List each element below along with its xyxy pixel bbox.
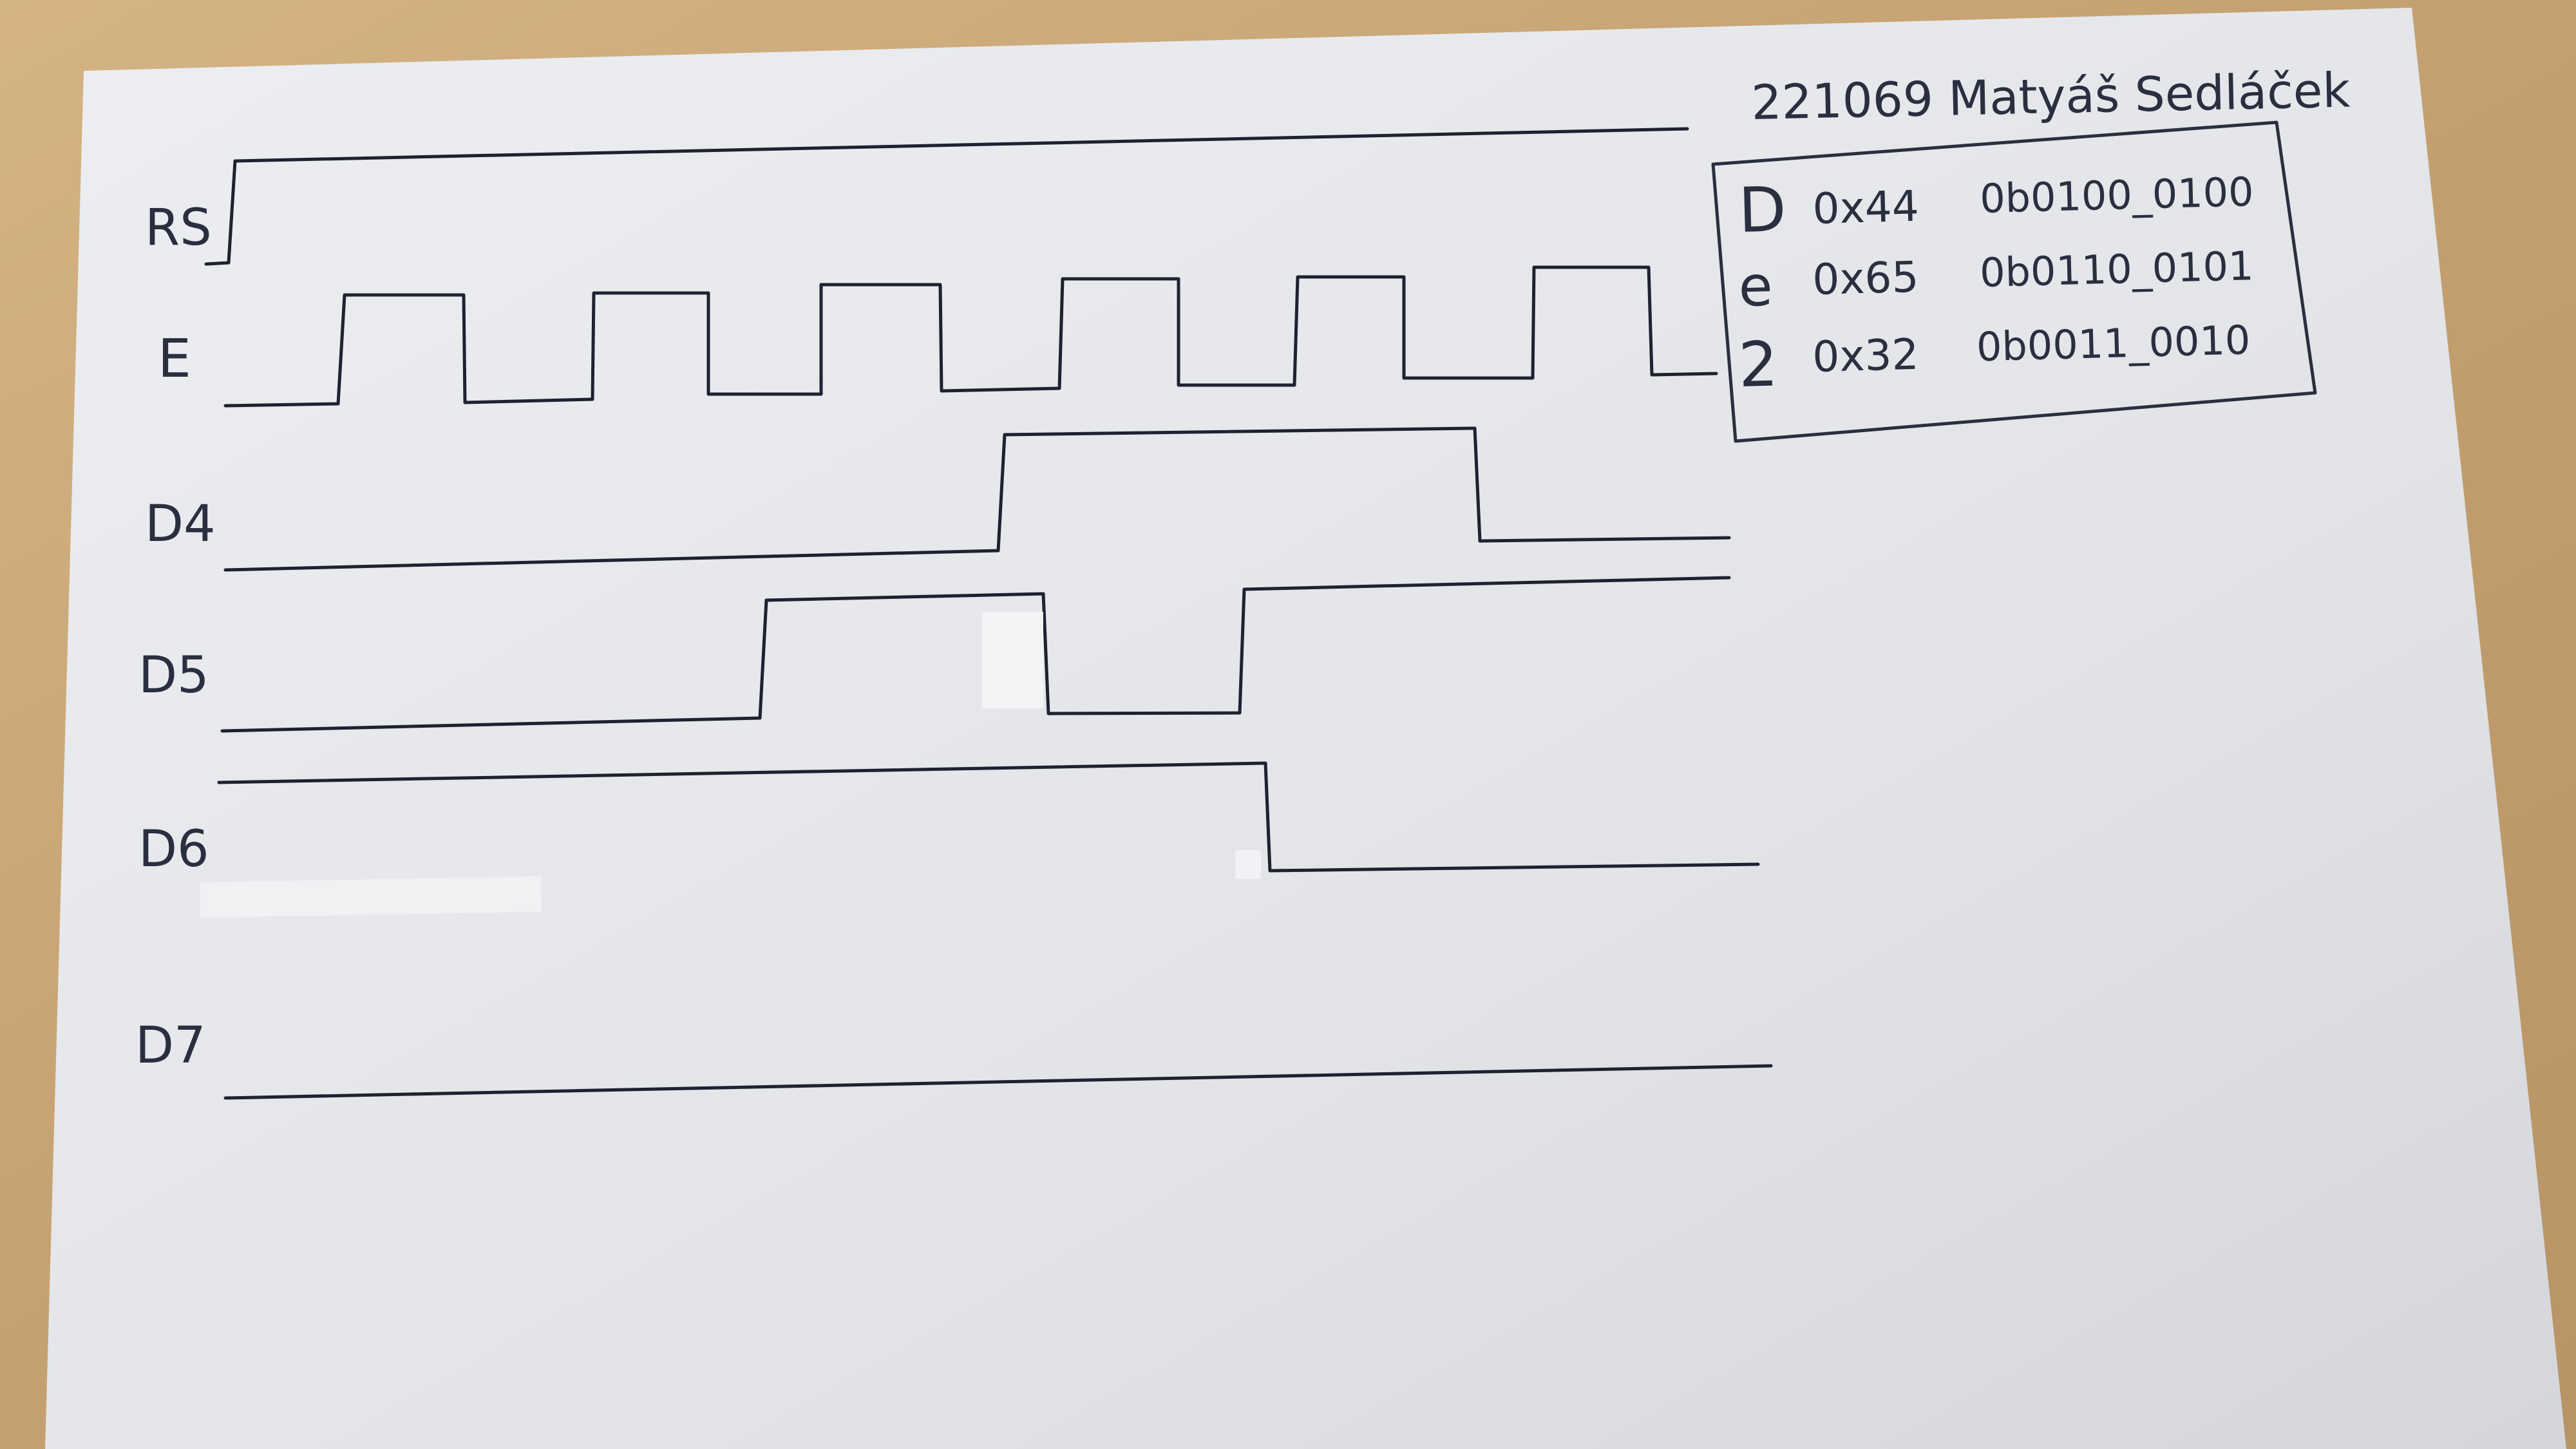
correction-patch — [1235, 850, 1261, 879]
signal-label-d5: D5 — [138, 647, 209, 705]
legend-row-hex: 0x44 — [1812, 182, 1920, 234]
legend-row-hex: 0x65 — [1812, 252, 1919, 305]
paper-sheet — [45, 8, 2566, 1449]
legend-row-char: D — [1738, 173, 1787, 247]
correction-patch — [200, 876, 542, 918]
author-name: 221069 Matyáš Sedláček — [1751, 63, 2351, 131]
legend-row-char: e — [1738, 254, 1774, 319]
signal-label-rs: RS — [145, 199, 212, 257]
waveform-e — [223, 265, 1718, 408]
legend-row-char: 2 — [1738, 328, 1779, 401]
legend-row-bin: 0b0110_0101 — [1979, 242, 2254, 296]
signal-label-d4: D4 — [145, 495, 216, 553]
legend-row-bin: 0b0100_0100 — [1979, 168, 2254, 222]
waveform-d5 — [220, 576, 1731, 733]
waveform-d6 — [217, 761, 1760, 873]
correction-patch — [982, 612, 1043, 708]
waveform-rs — [204, 127, 1689, 266]
legend-row-bin: 0b0011_0010 — [1976, 316, 2251, 370]
signal-label-d6: D6 — [138, 820, 209, 878]
signal-label-d7: D7 — [135, 1017, 206, 1075]
signal-label-e: E — [158, 328, 191, 390]
legend-row-hex: 0x32 — [1812, 330, 1919, 382]
legend-row: e 0x65 0b0110_0101 — [1738, 242, 2254, 319]
legend-row: 2 0x32 0b0011_0010 — [1738, 316, 2251, 401]
waveform-d4 — [223, 426, 1731, 572]
waveform-d7 — [223, 1064, 1773, 1100]
legend-row: D 0x44 0b0100_0100 — [1738, 168, 2254, 247]
legend-box: D 0x44 0b0100_0100 e 0x65 0b0110_0101 2 … — [1711, 120, 2317, 443]
